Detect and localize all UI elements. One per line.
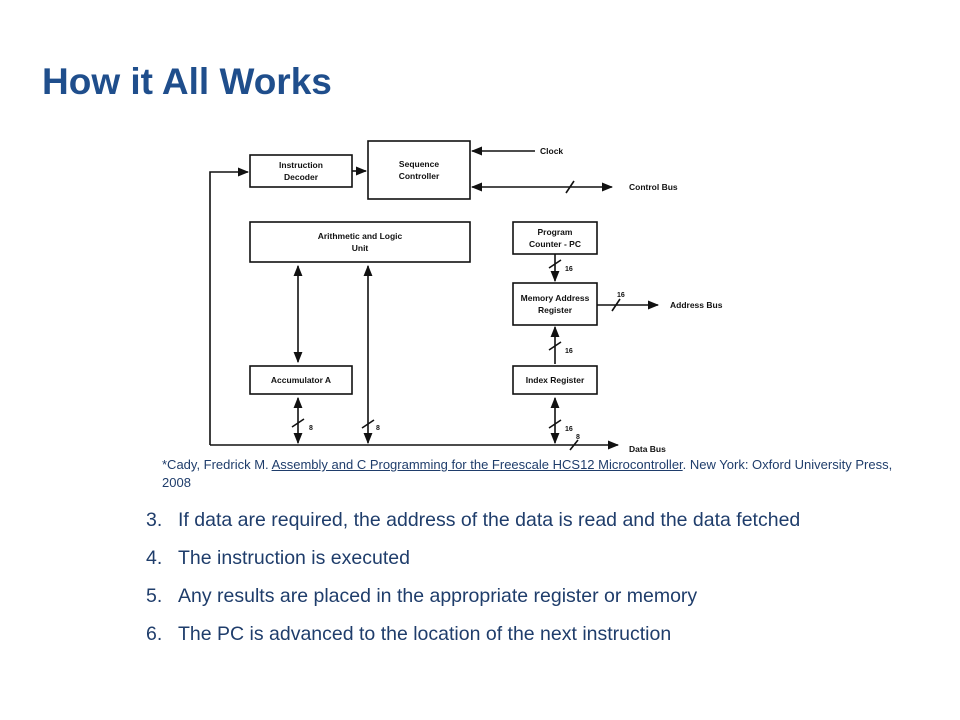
step-text: If data are required, the address of the… (178, 509, 801, 531)
data-bus-slash (569, 439, 579, 451)
accumulator-databus-slash (291, 418, 305, 428)
mar-label-1: Memory Address (521, 293, 590, 303)
list-item: 5. Any results are placed in the appropr… (140, 584, 880, 608)
citation-book-link[interactable]: Assembly and C Programming for the Frees… (271, 457, 683, 472)
accumulator-databus-width: 8 (309, 425, 313, 432)
citation-suffix: . New York: Oxford University Press, 200… (162, 457, 893, 490)
instruction-decoder-label-2: Decoder (284, 172, 319, 182)
address-bus-label: Address Bus (670, 300, 723, 310)
program-counter-label-1: Program (538, 227, 573, 237)
citation: *Cady, Fredrick M. Assembly and C Progra… (162, 456, 902, 492)
step-text: The instruction is executed (178, 547, 410, 569)
alu-databus-width: 8 (376, 425, 380, 432)
step-number: 5. (146, 585, 163, 607)
step-number: 3. (146, 509, 163, 531)
sequence-controller-label-1: Sequence (399, 159, 439, 169)
steps-list: 3. If data are required, the address of … (140, 508, 880, 660)
index-mar-slash (548, 341, 562, 351)
slide-title: How it All Works (42, 61, 332, 102)
index-register-label: Index Register (526, 375, 585, 385)
program-counter-label-2: Counter - PC (529, 239, 581, 249)
pc-mar-width: 16 (565, 266, 573, 273)
citation-prefix: *Cady, Fredrick M. (162, 457, 272, 472)
step-number: 4. (146, 547, 163, 569)
index-databus-slash (548, 419, 562, 429)
step-number: 6. (146, 623, 163, 645)
list-item: 4. The instruction is executed (140, 546, 880, 570)
accumulator-a-block (249, 365, 353, 395)
data-bus-width: 8 (576, 434, 580, 441)
data-bus-to-decoder-line (209, 167, 250, 445)
step-text: The PC is advanced to the location of th… (178, 623, 672, 645)
list-item: 3. If data are required, the address of … (140, 508, 880, 532)
mar-addressbus-slash (611, 298, 621, 312)
step-text: Any results are placed in the appropriat… (178, 585, 698, 607)
mar-addressbus-width: 16 (617, 292, 625, 299)
memory-address-register-block (512, 282, 598, 326)
index-mar-width: 16 (565, 348, 573, 355)
data-bus-label: Data Bus (629, 444, 666, 454)
alu-label-2: Unit (352, 243, 369, 253)
accumulator-a-label: Accumulator A (271, 375, 331, 385)
mar-label-2: Register (538, 305, 573, 315)
cpu-block-diagram: Instruction Decoder Sequence Controller … (209, 140, 723, 454)
clock-label: Clock (540, 146, 563, 156)
instruction-decoder-label-1: Instruction (279, 160, 323, 170)
control-bus-slash (565, 180, 575, 194)
control-bus-label: Control Bus (629, 182, 678, 192)
index-databus-width: 16 (565, 426, 573, 433)
list-item: 6. The PC is advanced to the location of… (140, 622, 880, 646)
alu-databus-slash (361, 419, 375, 429)
alu-label-1: Arithmetic and Logic (318, 231, 403, 241)
index-register-block (512, 365, 598, 395)
alu-block (249, 221, 471, 263)
sequence-controller-label-2: Controller (399, 171, 440, 181)
pc-mar-slash (548, 259, 562, 269)
sequence-controller-block (367, 140, 471, 200)
